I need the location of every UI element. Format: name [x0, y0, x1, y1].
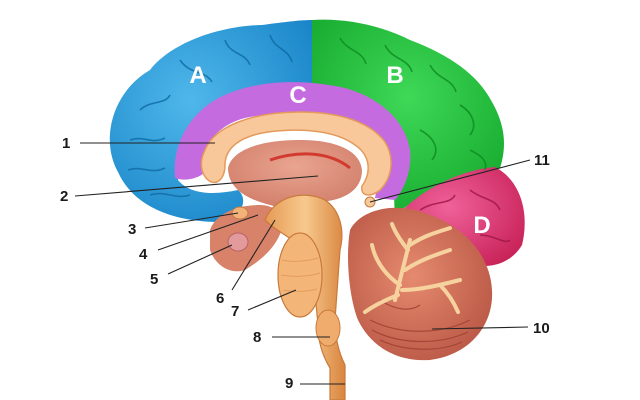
label-8: 8 [253, 329, 261, 346]
blue-folds [127, 34, 293, 198]
region-d-label: D [473, 212, 490, 239]
label-11: 11 [534, 152, 550, 169]
region-a-label: A [189, 62, 206, 89]
region-c-area [174, 82, 411, 200]
brainstem [264, 194, 346, 400]
region-c-label: C [289, 82, 306, 109]
region-b-label: B [386, 62, 403, 89]
region-a-area [109, 20, 312, 222]
label-6: 6 [216, 290, 224, 307]
leader-lines [74, 142, 531, 385]
leader-11 [369, 159, 531, 203]
number-labels: 1 2 3 4 5 6 7 8 9 10 11 [60, 135, 550, 392]
leader-10 [431, 326, 529, 330]
green-folds [339, 37, 487, 171]
leader-4 [157, 214, 259, 251]
label-3: 3 [128, 221, 136, 238]
cerebellum [347, 207, 493, 361]
label-10: 10 [533, 320, 550, 337]
medulla [315, 309, 341, 347]
label-4: 4 [139, 246, 148, 263]
leader-5 [167, 244, 233, 275]
label-1: 1 [62, 135, 70, 152]
label-7: 7 [231, 303, 239, 320]
leader-3 [144, 212, 239, 229]
corpus-callosum [200, 111, 392, 196]
optic-chiasm [231, 206, 249, 220]
pituitary-gland [227, 232, 249, 252]
label-2: 2 [60, 188, 68, 205]
pink-folds [419, 189, 511, 243]
leader-2 [74, 175, 319, 197]
fornix-line [269, 152, 351, 170]
cortex [109, 19, 525, 266]
region-b-area [312, 19, 504, 215]
arbor-vitae [363, 222, 462, 314]
label-9: 9 [285, 375, 293, 392]
leader-7 [247, 289, 297, 311]
pons [277, 232, 323, 318]
leader-6 [231, 219, 276, 291]
label-5: 5 [150, 271, 158, 288]
